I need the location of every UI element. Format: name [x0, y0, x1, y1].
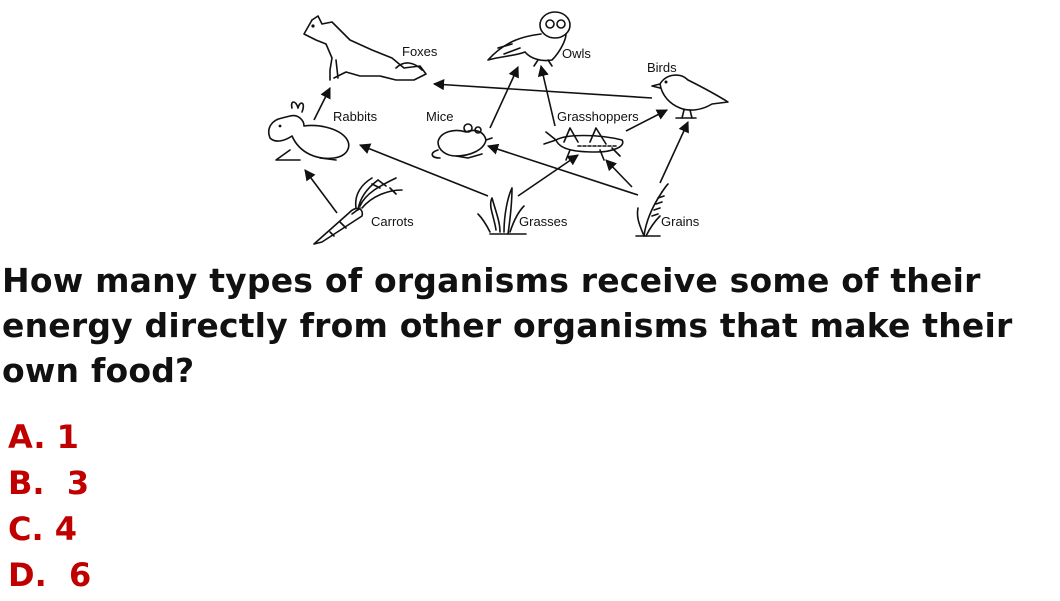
arrows [304, 64, 689, 214]
carrot-icon [313, 177, 403, 245]
label-owls: Owls [562, 46, 591, 61]
arrow-carrots-to-rabbits [304, 169, 338, 214]
fox-icon [303, 15, 427, 81]
label-grasses: Grasses [519, 214, 568, 229]
grasshopper-icon [543, 127, 624, 161]
owl-icon [487, 11, 571, 67]
mouse-icon [431, 123, 493, 159]
arrow-grains-to-grasshoppers [605, 159, 633, 188]
label-grasshoppers: Grasshoppers [557, 109, 639, 124]
organism-labels: Foxes Owls Birds Rabbits Mice Grasshoppe… [333, 44, 700, 229]
arrow-grasses-to-rabbits [358, 143, 489, 197]
arrow-grains-to-birds [659, 120, 689, 184]
arrow-grasses-to-grasshoppers [517, 154, 579, 197]
arrow-grasshoppers-to-birds [625, 109, 668, 132]
answer-b[interactable]: B. 3 [8, 464, 90, 502]
question-text: How many types of organisms receive some… [2, 261, 1013, 390]
arrow-grains-to-mice [486, 143, 639, 196]
bird-icon [651, 74, 729, 119]
answer-a[interactable]: A. 1 [8, 418, 79, 456]
arrow-grasshoppers-to-owls [537, 64, 556, 127]
grass-icon [477, 187, 527, 235]
rabbit-icon [267, 101, 350, 161]
label-grains: Grains [661, 214, 700, 229]
label-carrots: Carrots [371, 214, 414, 229]
arrow-birds-to-foxes [432, 79, 653, 99]
label-mice: Mice [426, 109, 453, 124]
label-birds: Birds [647, 60, 677, 75]
food-web-diagram: Foxes Owls Birds Rabbits Mice Grasshoppe… [267, 11, 729, 245]
arrow-mice-to-owls [489, 65, 519, 129]
label-rabbits: Rabbits [333, 109, 378, 124]
answer-d[interactable]: D. 6 [8, 556, 92, 594]
grain-icon [635, 183, 669, 237]
arrow-rabbits-to-foxes [313, 86, 331, 121]
answer-c[interactable]: C. 4 [8, 510, 78, 548]
answer-choices: A. 1 B. 3 C. 4 D. 6 [8, 414, 91, 598]
label-foxes: Foxes [402, 44, 438, 59]
